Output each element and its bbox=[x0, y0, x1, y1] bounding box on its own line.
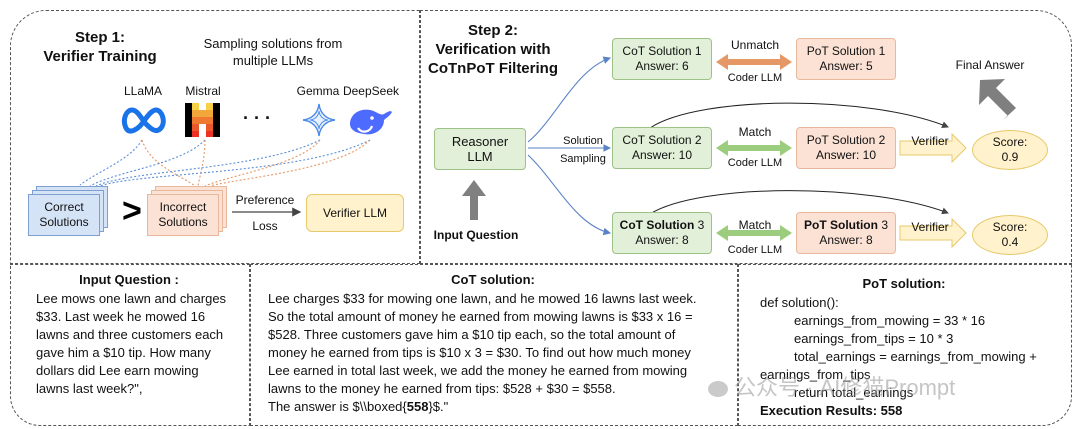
gemma-icon bbox=[302, 103, 336, 137]
meta-llama-icon bbox=[121, 107, 166, 134]
cot-answer-line: The answer is $\\boxed{558}$." bbox=[268, 399, 449, 414]
final-answer-arrow bbox=[979, 79, 1016, 120]
unmatch-double-arrow bbox=[716, 54, 792, 70]
cot-solution-1-box: CoT Solution 1 Answer: 6 bbox=[612, 38, 712, 80]
cot-solution-2-box: CoT Solution 2 Answer: 10 bbox=[612, 127, 712, 169]
reasoner-to-cot3-line bbox=[527, 154, 612, 236]
watermark: 公众号 · AI修猫Prompt bbox=[708, 370, 955, 402]
sampling-caption: Sampling solutions from multiple LLMs bbox=[203, 36, 343, 68]
final-answer-label: Final Answer bbox=[955, 58, 1025, 72]
coder-llm-label-2: Coder LLM bbox=[727, 157, 783, 169]
match-label-3: Match bbox=[738, 218, 772, 232]
incorrect-solutions-box: Incorrect Solutions bbox=[147, 194, 219, 236]
cot-solution-panel-title: CoT solution: bbox=[451, 272, 535, 287]
input-question-label: Input Question bbox=[433, 228, 519, 242]
verifier-label-2: Verifier bbox=[911, 134, 949, 148]
cot-solution-text: Lee charges $33 for mowing one lawn, and… bbox=[268, 290, 734, 416]
match-double-arrow-3 bbox=[716, 225, 792, 241]
pot-solution-code: def solution(): earnings_from_mowing = 3… bbox=[760, 295, 1037, 418]
score-bubble-3: Score: 0.4 bbox=[972, 215, 1048, 255]
step2-frame bbox=[420, 10, 1072, 264]
verifier-arrow-2 bbox=[899, 132, 967, 164]
sampling-dotted-lines bbox=[79, 139, 371, 187]
cot3-to-verifier-curve bbox=[649, 190, 949, 215]
preference-label: Preference bbox=[235, 193, 295, 207]
model-label-llama: LLaMA bbox=[123, 84, 163, 98]
pot-panel-frame bbox=[738, 264, 1072, 426]
model-label-deepseek: DeepSeek bbox=[342, 84, 400, 98]
step1-title: Step 1: Verifier Training bbox=[43, 29, 157, 65]
verifier-label-3: Verifier bbox=[911, 220, 949, 234]
cot2-to-verifier-curve bbox=[649, 102, 949, 129]
step2-title: Step 2: Verification with CoTnPoT Filter… bbox=[428, 22, 558, 77]
match-label-2: Match bbox=[738, 125, 772, 139]
more-models-ellipsis: · · · bbox=[243, 108, 271, 128]
model-label-gemma: Gemma bbox=[296, 84, 340, 98]
verifier-llm-box-step1: Verifier LLM bbox=[306, 194, 404, 232]
input-question-up-arrow bbox=[462, 180, 486, 220]
loss-label: Loss bbox=[252, 219, 278, 233]
sampling-label: Sampling bbox=[560, 153, 606, 165]
solution-label: Solution bbox=[563, 135, 603, 147]
unmatch-label: Unmatch bbox=[730, 38, 780, 52]
coder-llm-label-1: Coder LLM bbox=[727, 72, 783, 84]
reasoner-to-cot1-line bbox=[527, 56, 612, 143]
reasoner-llm-box: Reasoner LLM bbox=[434, 128, 526, 170]
wechat-icon bbox=[708, 381, 728, 398]
mistral-icon bbox=[185, 103, 220, 137]
greater-symbol: > bbox=[122, 192, 142, 230]
step1-frame bbox=[10, 10, 420, 264]
match-double-arrow-2 bbox=[716, 140, 792, 156]
coder-llm-label-3: Coder LLM bbox=[727, 244, 783, 256]
correct-solutions-box: Correct Solutions bbox=[28, 194, 100, 236]
pot-solution-1-box: PoT Solution 1 Answer: 5 bbox=[796, 38, 896, 80]
deepseek-icon bbox=[350, 109, 392, 135]
input-question-panel-title: Input Question : bbox=[79, 272, 179, 287]
model-label-mistral: Mistral bbox=[185, 84, 221, 98]
pot-solution-panel-title: PoT solution: bbox=[862, 276, 946, 291]
cot-solution-3-box: CoT Solution 3 Answer: 8 bbox=[612, 212, 712, 254]
cot-panel-frame bbox=[250, 264, 738, 426]
verifier-arrow-3 bbox=[899, 217, 967, 249]
pot-solution-2-box: PoT Solution 2 Answer: 10 bbox=[796, 127, 896, 169]
input-panel-frame bbox=[10, 264, 250, 426]
input-question-text: Lee mows one lawn and charges $33. Last … bbox=[36, 291, 227, 396]
score-bubble-2: Score: 0.9 bbox=[972, 130, 1048, 170]
pot-solution-3-box: PoT Solution 3 Answer: 8 bbox=[796, 212, 896, 254]
